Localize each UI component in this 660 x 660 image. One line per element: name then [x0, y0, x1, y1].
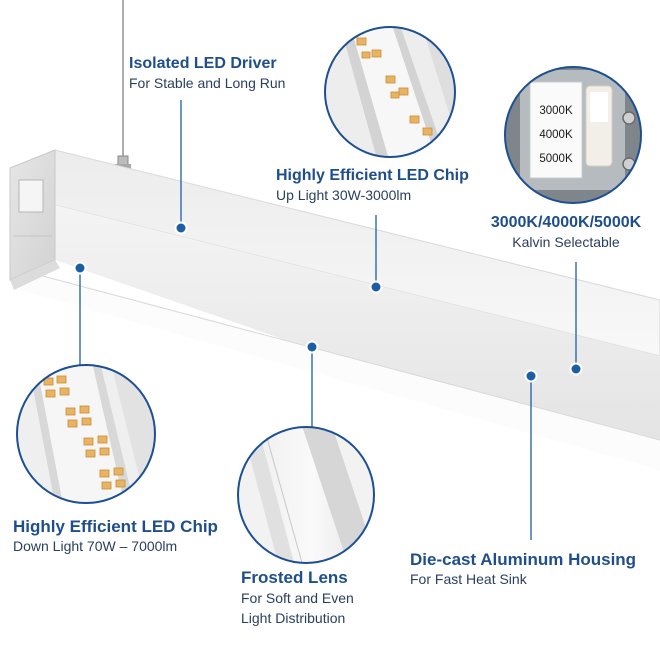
cct-option-3000k: 3000K [539, 105, 573, 117]
driver-callout-title: Isolated LED Driver [129, 55, 277, 72]
chip-up-marker-dot [369, 280, 383, 294]
driver-callout-subtitle: For Stable and Long Run [129, 75, 286, 91]
cct-option-5000k: 5000K [539, 153, 573, 165]
chip-up-callout-subtitle: Up Light 30W-3000lm [276, 187, 412, 203]
driver-callout: Isolated LED Driver For Stable and Long … [129, 54, 285, 93]
lens-callout: Frosted Lens For Soft and Even Light Dis… [241, 568, 354, 628]
housing-callout-subtitle: For Fast Heat Sink [410, 571, 527, 587]
chip-down-callout-title: Highly Efficient LED Chip [13, 517, 218, 536]
chip-up-callout: Highly Efficient LED Chip Up Light 30W-3… [276, 166, 469, 205]
up-light-chip-detail [324, 26, 456, 158]
cct-switch-detail: 3000K 4000K 5000K [504, 66, 642, 204]
cct-callout: 3000K/4000K/5000K Kalvin Selectable [482, 213, 650, 252]
down-light-chip-detail [16, 364, 156, 504]
cct-callout-title: 3000K/4000K/5000K [490, 214, 642, 231]
lens-callout-line1: For Soft and Even [241, 590, 354, 606]
chip-up-callout-title: Highly Efficient LED Chip [276, 167, 469, 184]
chip-down-marker-dot [73, 261, 87, 275]
linear-fixture [9, 149, 660, 470]
cct-marker-dot [569, 362, 583, 376]
housing-marker-dot [524, 369, 538, 383]
housing-callout-title: Die-cast Aluminum Housing [410, 550, 637, 569]
chip-down-callout: Highly Efficient LED Chip Down Light 70W… [13, 517, 218, 556]
lens-callout-title: Frosted Lens [241, 568, 348, 587]
lens-marker-dot [305, 340, 319, 354]
cct-callout-subtitle: Kalvin Selectable [512, 234, 620, 250]
driver-marker-dot [174, 221, 188, 235]
frosted-lens-detail [237, 426, 375, 564]
chip-down-callout-subtitle: Down Light 70W – 7000lm [13, 538, 178, 554]
cct-option-4000k: 4000K [539, 129, 573, 141]
housing-callout: Die-cast Aluminum Housing For Fast Heat … [410, 550, 636, 589]
lens-callout-line2: Light Distribution [241, 610, 346, 626]
